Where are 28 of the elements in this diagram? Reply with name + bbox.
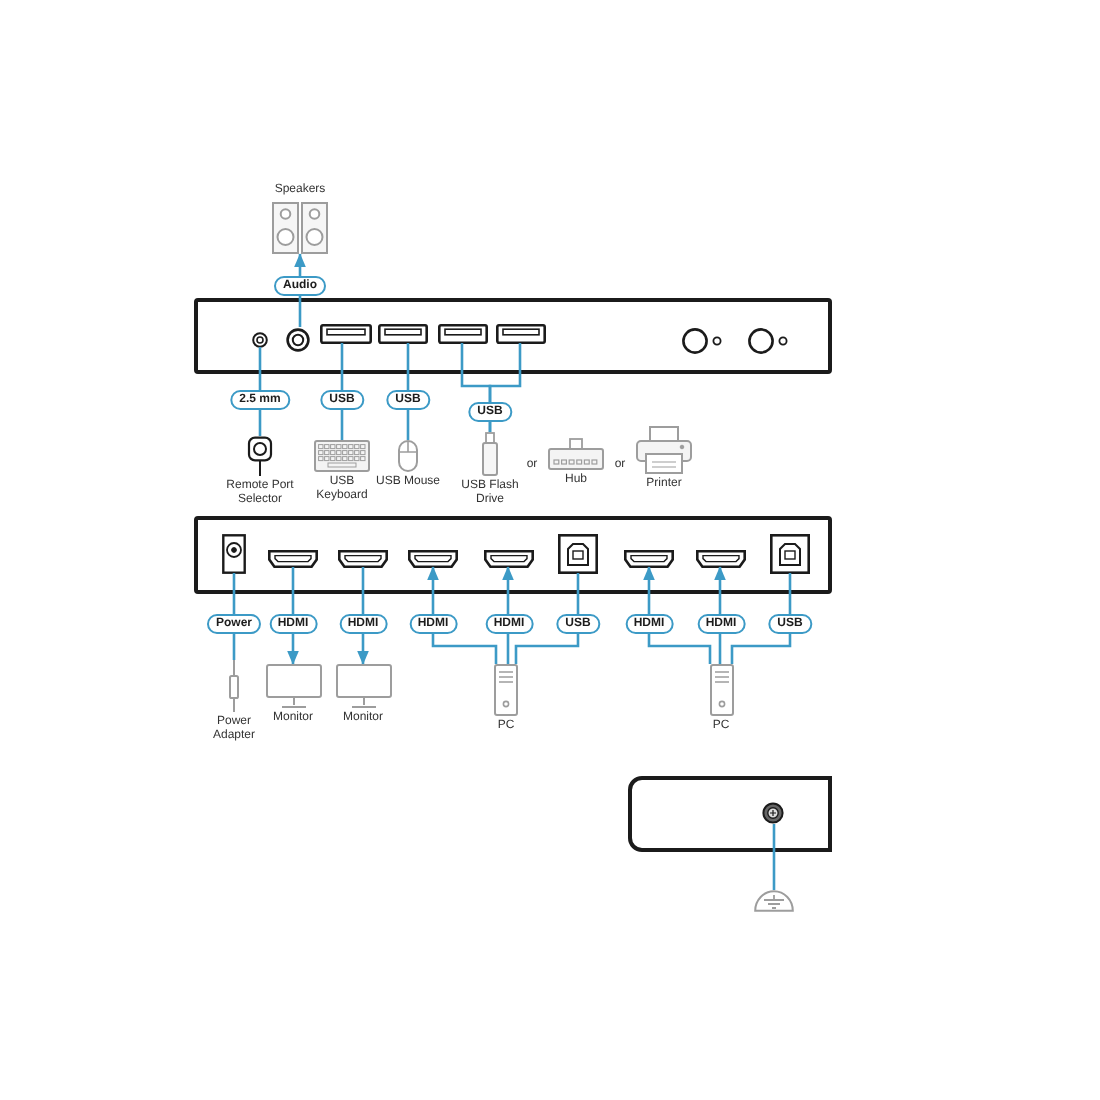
power-jack — [221, 533, 245, 573]
hdmi-port — [623, 549, 673, 567]
cable-line — [514, 573, 580, 664]
rear-panel — [194, 516, 832, 594]
hdmi-port — [267, 549, 317, 567]
side-panel — [628, 776, 832, 852]
front-panel — [194, 298, 832, 374]
audio-jack — [251, 331, 267, 347]
usb-port — [437, 323, 487, 343]
usb-port — [319, 323, 371, 343]
usb-port — [377, 323, 427, 343]
cable-line — [488, 343, 522, 432]
cable-line — [730, 573, 792, 664]
usb-b-port — [557, 533, 597, 573]
audio-jack — [286, 327, 310, 351]
cable-line — [772, 824, 776, 890]
earth-ground-icon — [754, 890, 794, 912]
cable-line — [427, 566, 498, 664]
hdmi-port — [695, 549, 745, 567]
usb-b-port — [769, 533, 809, 573]
cable-line — [406, 343, 410, 440]
ground-screw — [762, 802, 784, 824]
usb-port — [495, 323, 545, 343]
cable-line — [340, 343, 344, 440]
hdmi-port — [483, 549, 533, 567]
hdmi-port — [337, 549, 387, 567]
hdmi-port — [407, 549, 457, 567]
cable-line — [643, 566, 712, 664]
